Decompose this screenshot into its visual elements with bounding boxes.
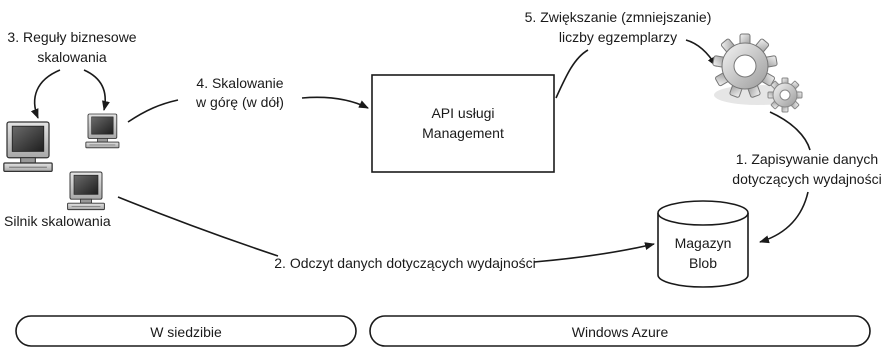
- api-label-line2: Management: [422, 125, 504, 141]
- zone-on-premises: [15, 315, 357, 347]
- computer-icon: [3, 121, 53, 172]
- instances-label-line1: 5. Zwiększanie (zmniejszanie): [525, 9, 712, 25]
- write-perf-label-line2: dotyczących wydajności: [732, 171, 881, 187]
- gears-icon: [712, 33, 803, 113]
- rules-label-line2: skalowania: [37, 49, 106, 65]
- write-perf-line-top: [769, 111, 811, 151]
- zone-on-premises-label: W siedzibie: [150, 324, 222, 340]
- storage-label-line2: Blob: [689, 255, 717, 271]
- rules-label-line1: 3. Reguły biznesowe: [7, 29, 136, 45]
- rules-arrow-left: [30, 69, 61, 119]
- read-perf-label: 2. Odczyt danych dotyczących wydajności: [274, 255, 535, 271]
- instances-label-line2: liczby egzemplarzy: [559, 29, 677, 45]
- computer-icon: [85, 113, 120, 149]
- read-perf-arrow: [533, 242, 655, 263]
- database-cylinder-icon: [657, 200, 749, 288]
- scaling-label-line2: w górę (w dół): [195, 94, 284, 110]
- scaling-line-left: [127, 99, 179, 123]
- storage-label-line1: Magazyn: [675, 235, 732, 251]
- api-box: [371, 74, 555, 173]
- write-perf-arrow: [759, 191, 809, 244]
- instances-line: [555, 49, 589, 99]
- instances-arrow: [685, 39, 717, 67]
- zone-cloud: [369, 315, 871, 347]
- scaling-arrow-right: [301, 96, 369, 109]
- scaling-label-line1: 4. Skalowanie: [196, 75, 283, 91]
- rules-arrow-right: [83, 69, 110, 111]
- engine-label: Silnik skalowania: [4, 213, 111, 229]
- computer-icon: [67, 171, 105, 211]
- api-label-line1: API usługi: [431, 105, 494, 121]
- write-perf-label-line1: 1. Zapisywanie danych: [736, 151, 878, 167]
- zone-cloud-label: Windows Azure: [572, 324, 669, 340]
- read-perf-line-left: [117, 196, 279, 257]
